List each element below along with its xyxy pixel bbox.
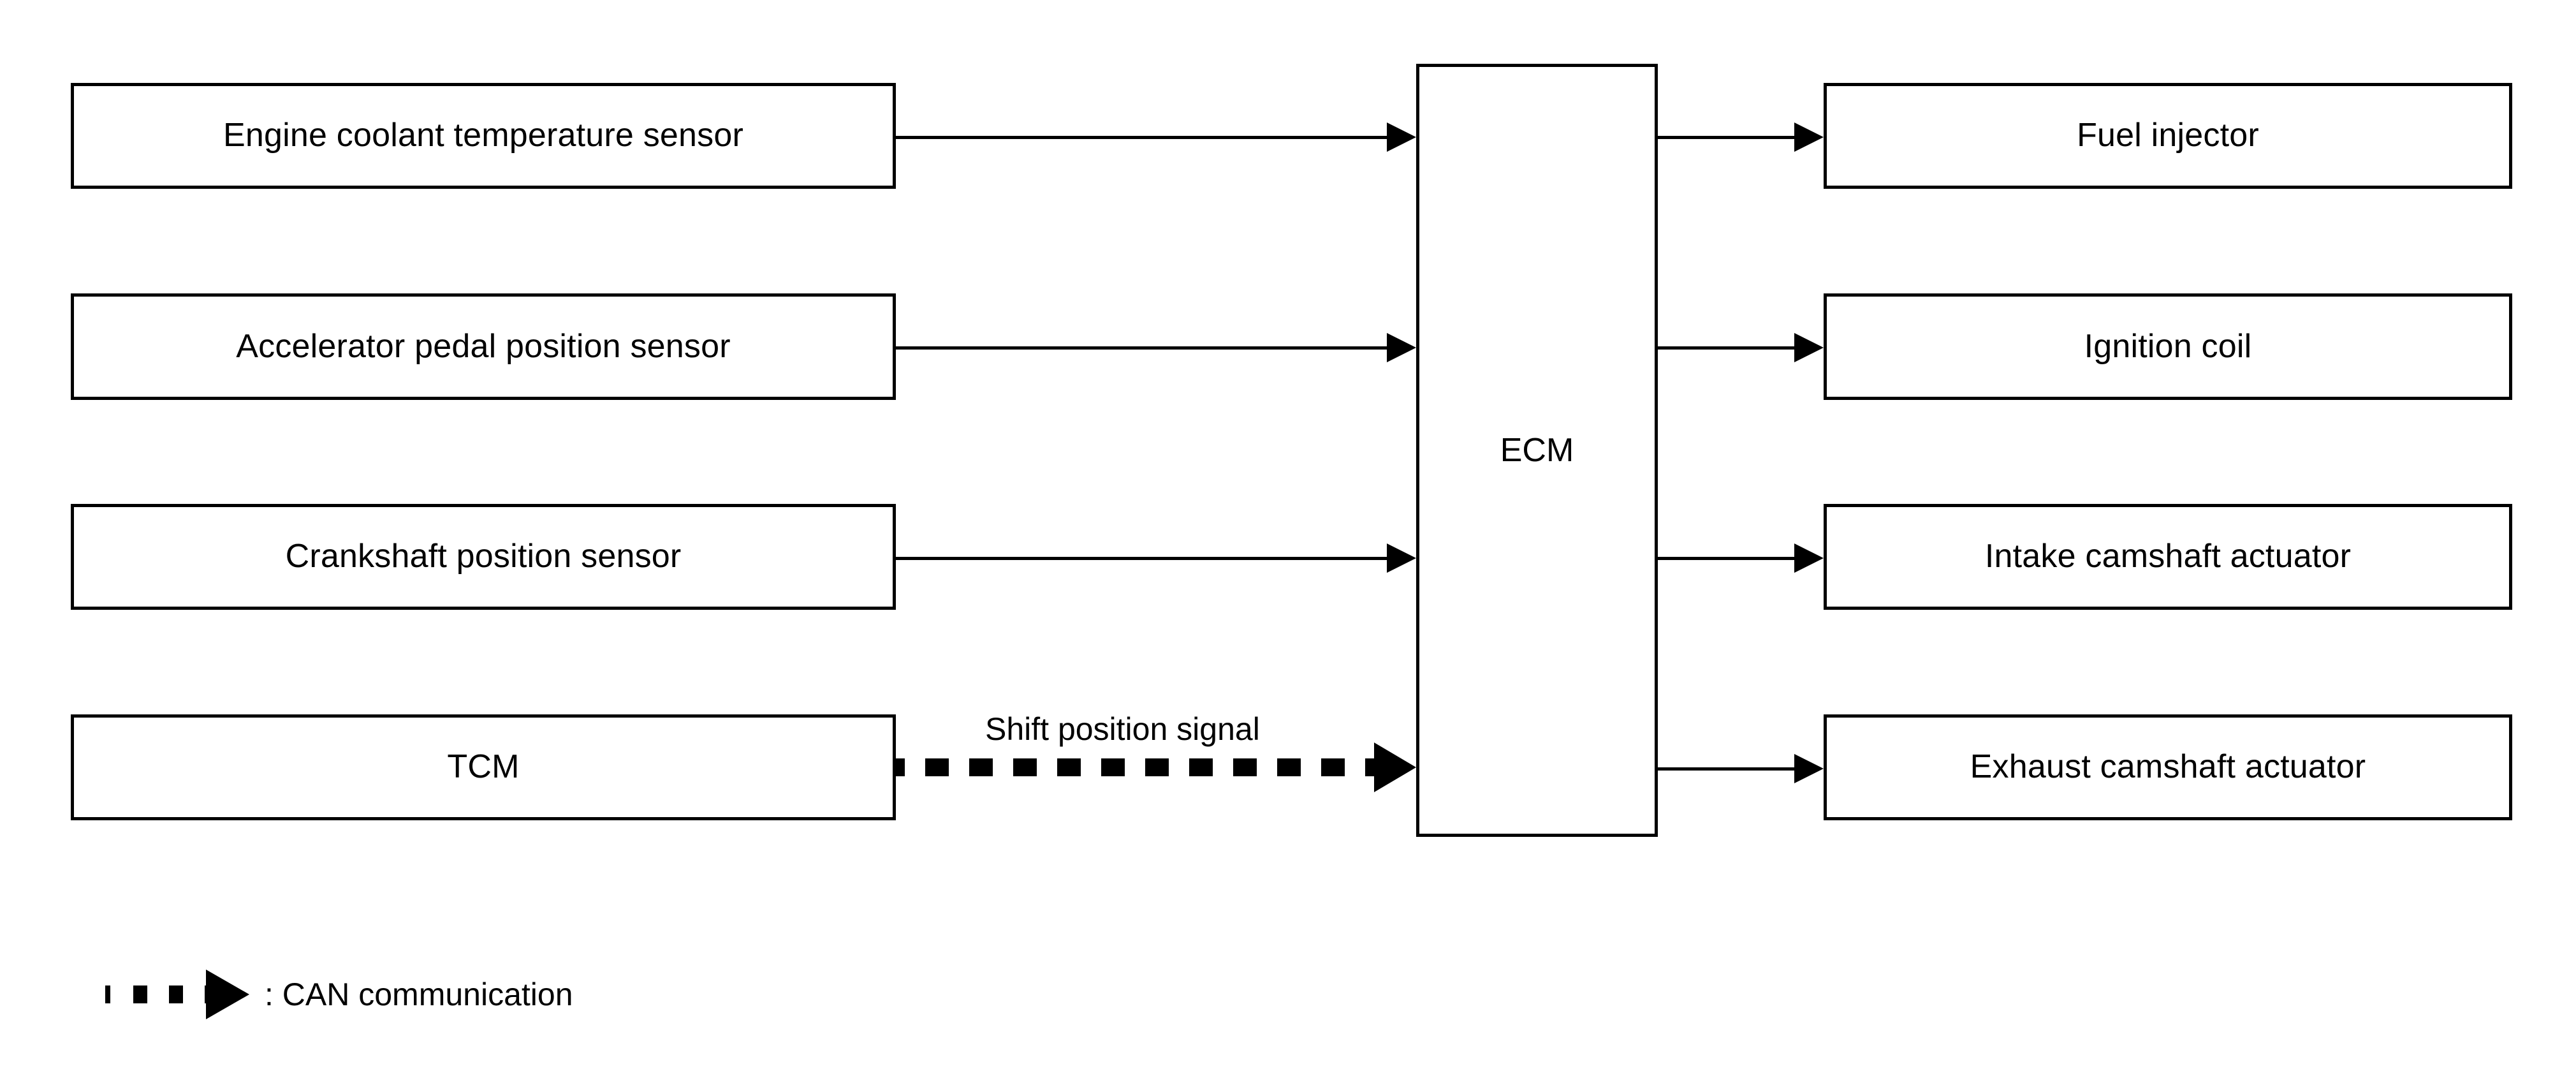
connector-line — [1658, 557, 1796, 560]
node-ignition-coil[interactable]: Ignition coil — [1824, 293, 2512, 400]
arrowhead-icon — [1794, 122, 1824, 152]
edge-label-shift-position-signal: Shift position signal — [985, 711, 1260, 747]
can-communication-arrow-icon — [105, 969, 249, 1020]
can-gap — [147, 985, 169, 1003]
arrowhead-icon — [1387, 543, 1416, 573]
node-label: Fuel injector — [2077, 117, 2259, 154]
legend: : CAN communication — [105, 969, 573, 1020]
can-gap — [1301, 758, 1321, 776]
connector-line — [896, 346, 1387, 350]
node-exhaust-camshaft-actuator[interactable]: Exhaust camshaft actuator — [1824, 714, 2512, 820]
arrowhead-icon — [1374, 742, 1416, 792]
arrowhead-icon — [1794, 333, 1824, 362]
node-engine-coolant-temperature-sensor[interactable]: Engine coolant temperature sensor — [71, 83, 896, 189]
can-gap — [1081, 758, 1101, 776]
node-label: Ignition coil — [2084, 327, 2252, 365]
node-label: Intake camshaft actuator — [1984, 538, 2352, 575]
arrowhead-icon — [206, 970, 249, 1019]
can-gap — [949, 758, 969, 776]
can-gap — [1125, 758, 1145, 776]
node-label: Exhaust camshaft actuator — [1970, 748, 2366, 786]
arrowhead-icon — [1794, 754, 1824, 783]
can-gap — [1169, 758, 1189, 776]
node-label: ECM — [1500, 432, 1574, 469]
node-label: Accelerator pedal position sensor — [236, 327, 731, 365]
connector-line — [896, 136, 1387, 139]
can-gap — [1037, 758, 1057, 776]
node-tcm[interactable]: TCM — [71, 714, 896, 820]
can-gap — [1257, 758, 1277, 776]
can-gap — [905, 758, 925, 776]
arrowhead-icon — [1794, 543, 1824, 573]
connector-tcm-to-ecm-can — [896, 742, 1416, 808]
node-ecm[interactable]: ECM — [1416, 64, 1658, 837]
node-fuel-injector[interactable]: Fuel injector — [1824, 83, 2512, 189]
node-label: Crankshaft position sensor — [285, 538, 682, 575]
connector-line — [1658, 346, 1796, 350]
node-accelerator-pedal-position-sensor[interactable]: Accelerator pedal position sensor — [71, 293, 896, 400]
connector-line — [1658, 136, 1796, 139]
arrowhead-icon — [1387, 333, 1416, 362]
can-gap — [110, 985, 133, 1003]
connector-line — [896, 557, 1387, 560]
node-intake-camshaft-actuator[interactable]: Intake camshaft actuator — [1824, 504, 2512, 610]
node-crankshaft-position-sensor[interactable]: Crankshaft position sensor — [71, 504, 896, 610]
connector-line — [1658, 767, 1796, 771]
node-label: Engine coolant temperature sensor — [223, 117, 743, 154]
arrowhead-icon — [1387, 122, 1416, 152]
can-gap — [1345, 758, 1365, 776]
legend-label: : CAN communication — [265, 977, 573, 1012]
can-gap — [183, 985, 205, 1003]
can-gap — [1213, 758, 1233, 776]
node-label: TCM — [447, 748, 520, 786]
can-gap — [993, 758, 1013, 776]
